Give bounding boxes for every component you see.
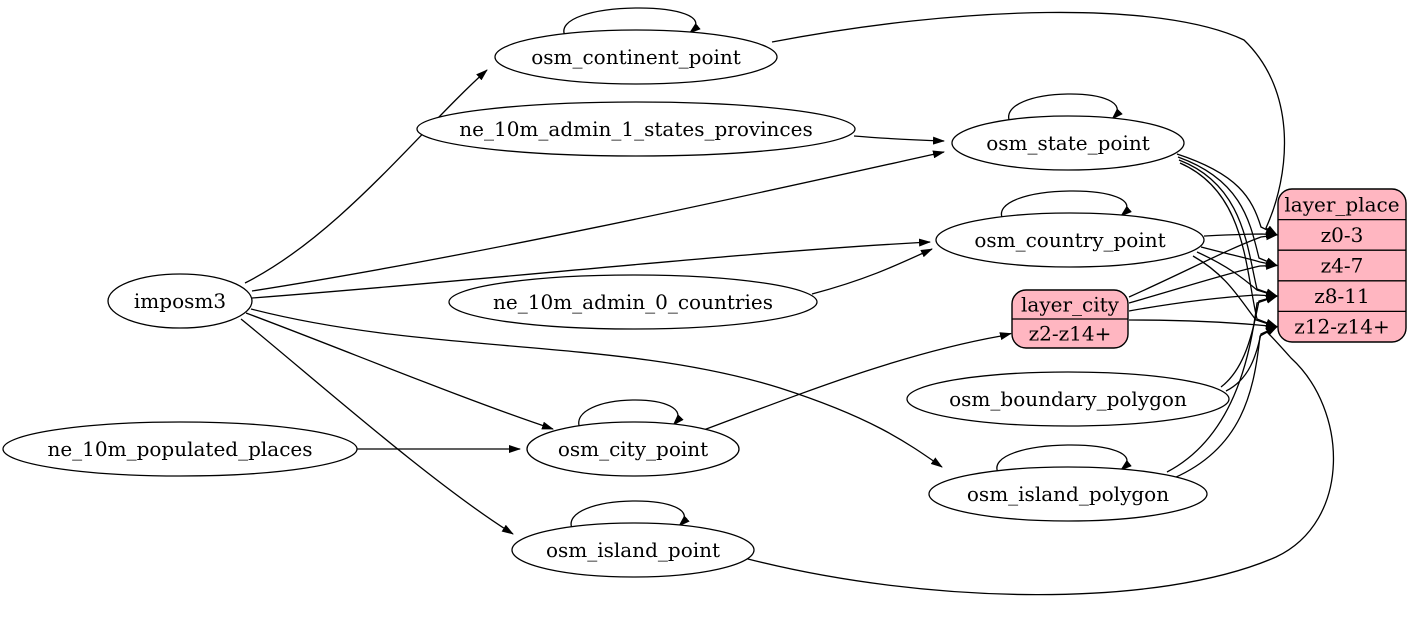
table-node-osm_island_polygon: osm_island_polygon [928, 466, 1208, 522]
edge-osm_city_point-to-layer_city-z2-z14+ [700, 332, 1012, 432]
edge-imposm3-to-osm_state_point [251, 150, 945, 292]
record-title: layer_city [1021, 293, 1120, 317]
node-label: osm_city_point [558, 437, 708, 461]
edge-osm_state_point-to-layer_place-z4-7 [1177, 156, 1278, 267]
table-node-osm_country_point: osm_country_point [935, 212, 1205, 268]
edge-osm_continent_point-to-layer_place-z0-3 [771, 11, 1286, 236]
edge-osm_island_point-to-osm_island_point [570, 500, 690, 531]
table-node-osm_continent_point: osm_continent_point [494, 29, 778, 85]
edge-osm_country_point-to-layer_place-z4-7 [1200, 246, 1278, 268]
layer-record-layer_city: layer_city z2-z14+ [1011, 289, 1129, 349]
node-ellipse [526, 421, 740, 477]
edge-imposm3-to-osm_continent_point [244, 69, 488, 284]
edge-osm_island_polygon-to-layer_place-z8-11 [1166, 295, 1278, 473]
edge-layer_city-to-layer_place-z8-11 [1128, 291, 1278, 312]
edge-imposm3-to-osm_country_point [251, 238, 931, 299]
edge-osm_island_point-to-layer_place-z12-z14+ [743, 326, 1335, 596]
edge-ne_10m_admin_0_countries-to-osm_country_point [811, 248, 933, 295]
edge-osm_country_point-to-layer_place-z0-3 [1203, 230, 1278, 239]
edge-osm_continent_point-to-osm_continent_point [563, 7, 701, 38]
edge-osm_city_point-to-osm_city_point [578, 399, 684, 430]
edge-layer_city-to-layer_place-z4-7 [1128, 261, 1278, 304]
record-row-label: z8-11 [1314, 284, 1369, 308]
node-label: ne_10m_admin_0_countries [493, 290, 773, 314]
table-node-osm_state_point: osm_state_point [951, 115, 1185, 171]
node-label: imposm3 [134, 289, 226, 313]
record-row-label: z4-7 [1321, 254, 1364, 278]
edge-imposm3-to-osm_island_point [240, 318, 514, 535]
edge-osm_state_point-to-osm_state_point [1008, 93, 1123, 124]
node-label: ne_10m_admin_1_states_provinces [459, 117, 812, 141]
record-box [1277, 188, 1407, 343]
node-ellipse [935, 212, 1205, 268]
record-row-label: z2-z14+ [1029, 322, 1112, 346]
record-row-label: z0-3 [1321, 223, 1364, 247]
nodes-layer: imposm3 osm_continent_point ne_10m_admin_1… [2, 29, 1407, 578]
node-label: osm_state_point [986, 131, 1150, 155]
table-node-osm_island_point: osm_island_point [511, 522, 755, 578]
edge-layer_city-to-layer_place-z0-3 [1128, 232, 1278, 298]
record-title: layer_place [1284, 192, 1399, 216]
node-ellipse [494, 29, 778, 85]
edge-osm_state_point-to-layer_place-z0-3 [1176, 153, 1278, 236]
edge-osm_country_point-to-layer_place-z8-11 [1196, 251, 1278, 297]
node-ellipse [511, 522, 755, 578]
node-ellipse [416, 101, 856, 157]
node-ellipse [928, 466, 1208, 522]
node-ellipse [107, 273, 253, 329]
record-row-label: z12-z14+ [1294, 315, 1390, 339]
table-node-osm_boundary_polygon: osm_boundary_polygon [906, 371, 1230, 427]
node-label: osm_boundary_polygon [949, 387, 1187, 411]
edge-osm_state_point-to-layer_place-z12-z14+ [1179, 162, 1278, 328]
node-label: osm_island_polygon [967, 482, 1169, 506]
edge-ne_10m_admin_1_states_provinces-to-osm_state_point [853, 135, 945, 145]
edge-osm_island_polygon-to-osm_island_polygon [996, 444, 1132, 475]
table-node-ne_10m_admin_1_states_provinces: ne_10m_admin_1_states_provinces [416, 101, 856, 157]
node-ellipse [906, 371, 1230, 427]
edge-osm_country_point-to-osm_country_point [1000, 190, 1132, 221]
layer-record-layer_place: layer_place z0-3 z4-7 z8-11 z12-z14+ [1277, 188, 1407, 343]
node-ellipse [2, 421, 358, 477]
edge-osm_state_point-to-layer_place-z8-11 [1178, 159, 1278, 297]
edge-imposm3-to-osm_city_point [245, 312, 554, 430]
table-node-ne_10m_populated_places: ne_10m_populated_places [2, 421, 358, 477]
edge-osm_boundary_polygon-to-layer_place-z12-z14+ [1225, 326, 1278, 392]
edges-layer [240, 7, 1335, 596]
edge-imposm3-to-osm_island_polygon [250, 308, 943, 468]
table-node-imposm3: imposm3 [107, 273, 253, 329]
table-node-osm_city_point: osm_city_point [526, 421, 740, 477]
node-label: osm_island_point [546, 538, 720, 562]
table-node-ne_10m_admin_0_countries: ne_10m_admin_0_countries [448, 274, 818, 330]
node-ellipse [951, 115, 1185, 171]
node-label: osm_country_point [974, 228, 1165, 252]
node-label: osm_continent_point [531, 45, 741, 69]
node-label: ne_10m_populated_places [47, 437, 312, 461]
edge-osm_island_polygon-to-layer_place-z12-z14+ [1173, 326, 1278, 479]
node-ellipse [448, 274, 818, 330]
